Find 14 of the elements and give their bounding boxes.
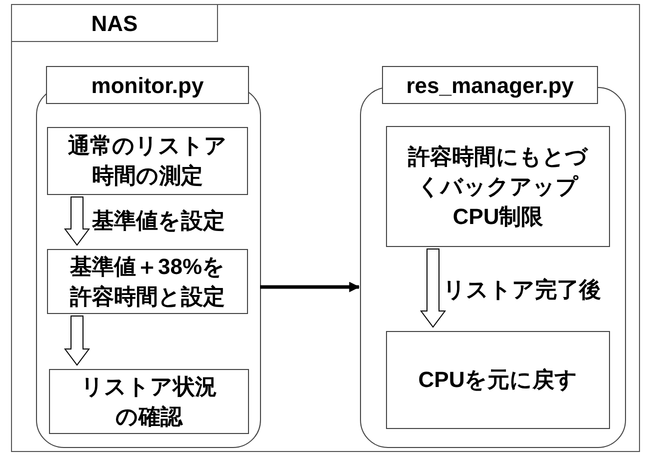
hollow-arrow [64, 196, 90, 246]
process-box: 通常のリストア時間の測定 [47, 127, 248, 195]
title-tab: monitor.py [46, 66, 249, 104]
edge-label: 基準値を設定 [92, 207, 225, 235]
outer-frame [11, 4, 640, 452]
title-tab: res_manager.py [382, 66, 598, 104]
arrow [260, 282, 360, 292]
process-box: 許容時間にもとづくバックアップCPU制限 [386, 126, 610, 247]
title-tab: NAS [12, 5, 218, 42]
process-box: リストア状況の確認 [49, 369, 249, 434]
process-box: 基準値＋38%を許容時間と設定 [47, 249, 248, 314]
process-box: CPUを元に戻す [386, 331, 610, 429]
hollow-arrow [420, 248, 446, 328]
hollow-arrow [64, 316, 90, 366]
